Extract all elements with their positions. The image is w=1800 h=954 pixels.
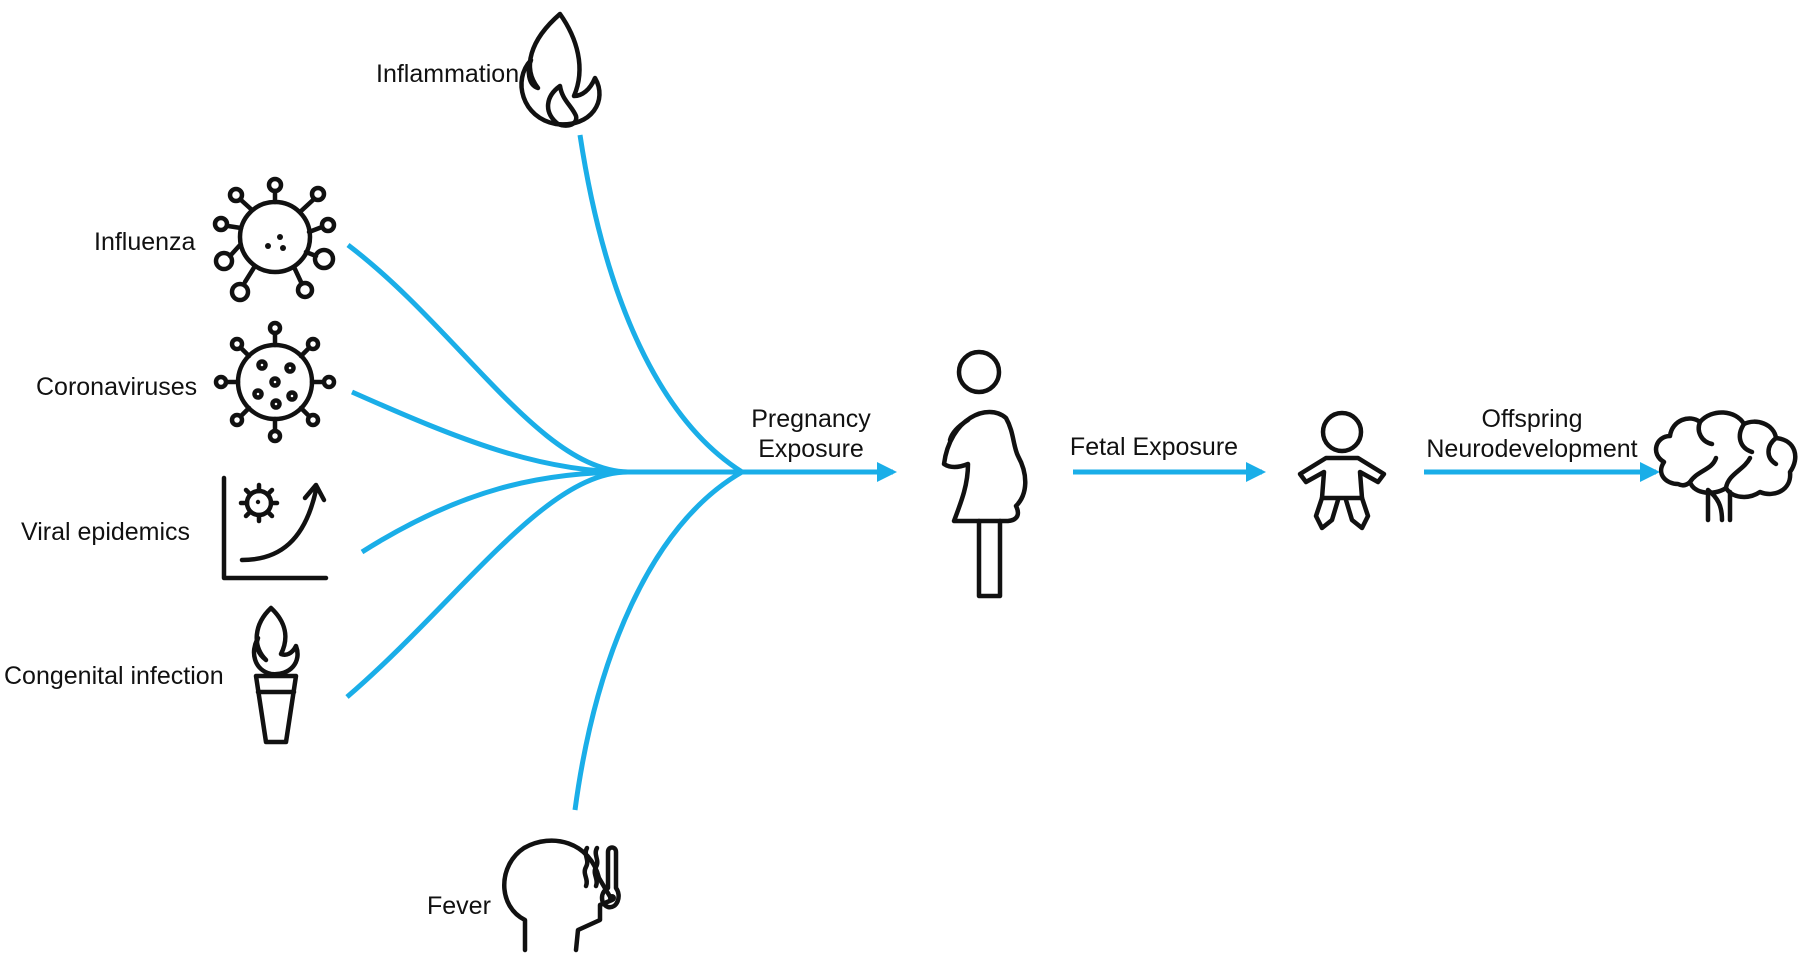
label-viral-epidemics: Viral epidemics — [21, 518, 190, 546]
fever-head-thermometer-icon — [502, 838, 621, 953]
flame-icon — [519, 11, 602, 128]
brain-icon — [1653, 410, 1798, 523]
epidemic-growth-chart-icon — [221, 475, 329, 581]
label-pregnancy-exposure: Exposure — [758, 435, 864, 463]
label-influenza: Influenza — [94, 228, 196, 256]
label-inflammation: Inflammation — [376, 60, 519, 88]
baby-icon — [1297, 410, 1387, 531]
flow-line-influenza — [346, 243, 629, 475]
flow-line-congenital-infection — [345, 469, 629, 699]
flow-line-coronaviruses — [350, 389, 629, 475]
flow-line-inflammation — [577, 134, 744, 475]
coronavirus-icon — [213, 320, 337, 444]
influenza-virus-icon — [212, 176, 337, 303]
label-congenital-infection: Congenital infection — [4, 662, 224, 690]
flow-line-fever — [572, 469, 744, 811]
converging-flow-lines — [345, 134, 746, 811]
torch-icon — [251, 605, 300, 745]
label-neurodevelopment: Neurodevelopment — [1426, 435, 1637, 463]
label-fetal-exposure: Fetal Exposure — [1070, 433, 1238, 461]
flow-line-viral-epidemics — [360, 469, 629, 555]
label-coronaviruses: Coronaviruses — [36, 373, 197, 401]
label-pregnancy: Pregnancy — [751, 405, 871, 433]
pregnant-woman-icon — [941, 349, 1028, 599]
label-fever: Fever — [427, 892, 491, 920]
label-offspring: Offspring — [1482, 405, 1583, 433]
